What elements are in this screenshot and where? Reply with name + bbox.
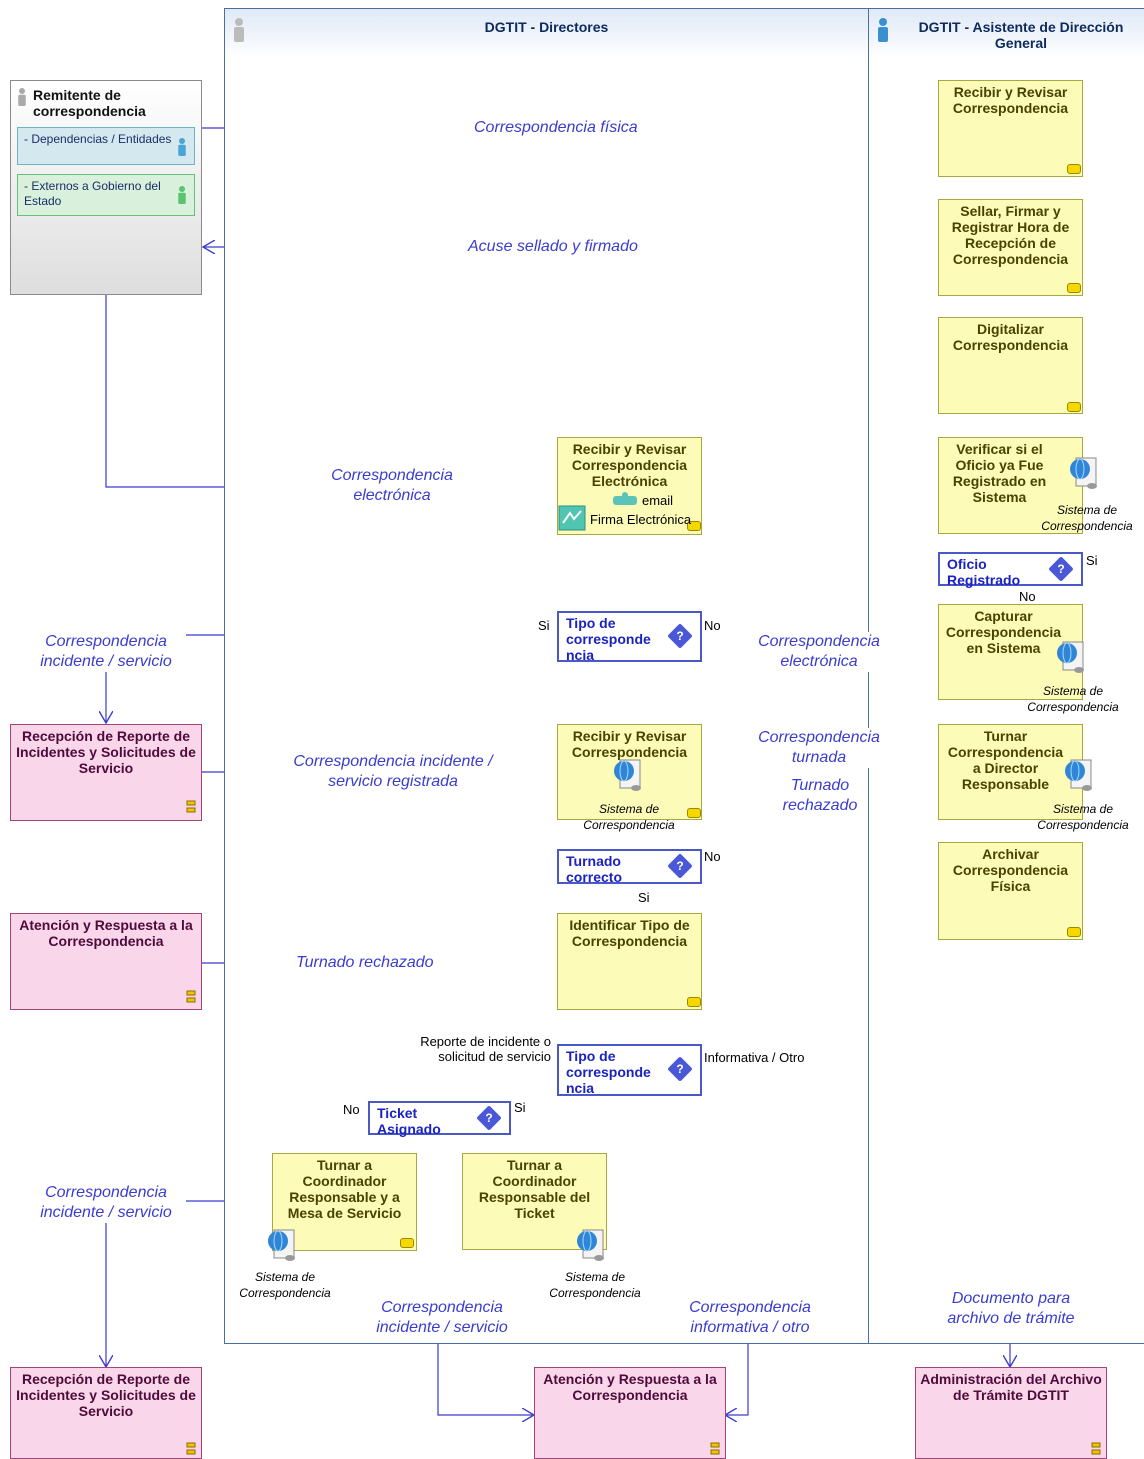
person-icon (234, 18, 244, 42)
subprocess-recepcion-1[interactable]: Recepción de Reporte de Incidentes y Sol… (10, 724, 202, 821)
sender-role-externos: - Externos a Gobierno del Estado (17, 174, 195, 216)
person-icon (878, 18, 888, 42)
branch-label-si: Si (514, 1100, 526, 1115)
sender-pool: Remitente de correspondencia - Dependenc… (10, 80, 202, 295)
subprocess-admin-archivo[interactable]: Administración del Archivo de Trámite DG… (915, 1367, 1107, 1459)
task-marker-icon (1067, 283, 1081, 293)
flow-label-turnado-rechazado-right: Turnado rechazado (776, 776, 864, 816)
puzzle-icon (613, 492, 637, 505)
branch-label-no: No (704, 618, 721, 633)
flow-label-incidente-servicio-bottom: Correspondencia incidente / servicio (26, 1183, 186, 1223)
globe-document-icon (614, 759, 641, 791)
resource-sistema-correspondencia: Sistema de Correspondencia (1027, 684, 1119, 714)
person-icon (178, 186, 186, 204)
person-icon (18, 88, 26, 106)
task-marker-icon (1067, 927, 1081, 937)
subprocess-icon (186, 990, 196, 1003)
flow-label-incidente-servicio-top: Correspondencia incidente / servicio (26, 632, 186, 672)
branch-label-si: Si (638, 890, 650, 905)
subprocess-icon (186, 1442, 196, 1455)
branch-label-no: No (704, 849, 721, 864)
globe-document-icon (1065, 759, 1092, 791)
gateway-tipo-correspondencia-1[interactable]: Tipo de corresponde ncia ? (557, 611, 702, 663)
resource-firma-electronica: Firma Electrónica (590, 512, 692, 527)
subprocess-atencion-1[interactable]: Atención y Respuesta a la Correspondenci… (10, 913, 202, 1010)
lane-title-asistente: DGTIT - Asistente de Dirección General (918, 19, 1124, 51)
gateway-question-icon: ? (667, 853, 693, 879)
subprocess-atencion-2[interactable]: Atención y Respuesta a la Correspondenci… (534, 1367, 726, 1459)
resource-sistema-correspondencia: Sistema de Correspondencia (549, 1270, 641, 1300)
task-turnar-director[interactable]: Turnar Correspondencia a Director Respon… (938, 724, 1083, 820)
flow-label-turnada: Correspondencia turnada (748, 728, 890, 768)
subprocess-icon (710, 1442, 720, 1455)
lane-directores: DGTIT - Directores (224, 8, 869, 1344)
flow-label-turnado-rechazado-left: Turnado rechazado (294, 953, 436, 973)
task-identificar-tipo[interactable]: Identificar Tipo de Correspondencia (557, 913, 702, 1010)
task-marker-icon (1067, 164, 1081, 174)
gateway-question-icon: ? (667, 1056, 693, 1082)
flow-label-incidente-servicio-center: Correspondencia incidente / servicio (362, 1298, 522, 1338)
subprocess-recepcion-2[interactable]: Recepción de Reporte de Incidentes y Sol… (10, 1367, 202, 1459)
gateway-question-icon: ? (667, 623, 693, 649)
flow-label-electronica-right: Correspondencia electrónica (748, 632, 890, 672)
digital-signature-icon (558, 505, 586, 531)
subprocess-icon (1091, 1442, 1101, 1455)
task-recibir-electronica[interactable]: Recibir y Revisar Correspondencia Electr… (557, 437, 702, 535)
resource-sistema-correspondencia: Sistema de Correspondencia (239, 1270, 331, 1300)
branch-label-no: No (343, 1102, 360, 1117)
globe-document-icon (577, 1229, 604, 1261)
branch-label-si: Si (1086, 553, 1098, 568)
resource-sistema-correspondencia: Sistema de Correspondencia (583, 802, 675, 832)
flow-label-incidente-registrada: Correspondencia incidente / servicio reg… (280, 752, 506, 792)
flow-label-electronica-left: Correspondencia electrónica (331, 467, 453, 504)
gateway-oficio-registrado[interactable]: Oficio Registrado ? (938, 552, 1083, 588)
task-archivar[interactable]: Archivar Correspondencia Física (938, 842, 1083, 940)
task-turnar-coord-mesa[interactable]: Turnar a Coordinador Responsable y a Mes… (272, 1153, 417, 1251)
resource-sistema-correspondencia: Sistema de Correspondencia (1037, 802, 1129, 832)
task-recibir-revisar[interactable]: Recibir y Revisar Correspondencia (938, 80, 1083, 177)
gateway-turnado-correcto[interactable]: Turnado correcto ? (557, 849, 702, 885)
sender-title: Remitente de correspondencia (33, 87, 146, 119)
branch-label-reporte: Reporte de incidente o solicitud de serv… (405, 1034, 551, 1064)
flow-label-acuse: Acuse sellado y firmado (466, 237, 640, 257)
gateway-ticket-asignado[interactable]: Ticket Asignado ? (368, 1101, 511, 1137)
task-marker-icon (687, 808, 701, 818)
subprocess-icon (186, 800, 196, 813)
task-verificar-oficio[interactable]: Verificar si el Oficio ya Fue Registrado… (938, 437, 1083, 534)
gateway-question-icon: ? (1048, 556, 1074, 582)
flow-label-documento-archivo: Documento para archivo de trámite (932, 1289, 1090, 1329)
branch-label-no: No (1019, 589, 1036, 604)
branch-label-si: Si (538, 618, 550, 633)
gateway-tipo-correspondencia-2[interactable]: Tipo de corresponde ncia ? (557, 1044, 702, 1096)
task-marker-icon (400, 1238, 414, 1248)
flow-label-fisica: Correspondencia física (472, 118, 640, 138)
resource-sistema-correspondencia: Sistema de Correspondencia (1041, 503, 1133, 533)
task-marker-icon (687, 521, 701, 531)
sender-role-dependencias: - Dependencias / Entidades (17, 127, 195, 165)
person-icon (178, 138, 186, 156)
resource-email: email (642, 493, 674, 508)
globe-document-icon (268, 1229, 295, 1261)
globe-document-icon (1070, 457, 1097, 489)
globe-document-icon (1057, 641, 1084, 673)
task-digitalizar[interactable]: Digitalizar Correspondencia (938, 317, 1083, 414)
task-sellar-firmar[interactable]: Sellar, Firmar y Registrar Hora de Recep… (938, 199, 1083, 296)
task-marker-icon (687, 997, 701, 1007)
gateway-question-icon: ? (476, 1105, 502, 1131)
lane-title-directores: DGTIT - Directores (484, 19, 609, 35)
flow-label-informativa-otro: Correspondencia informativa / otro (676, 1298, 824, 1338)
branch-label-informativa: Informativa / Otro (704, 1050, 805, 1065)
task-marker-icon (1067, 402, 1081, 412)
